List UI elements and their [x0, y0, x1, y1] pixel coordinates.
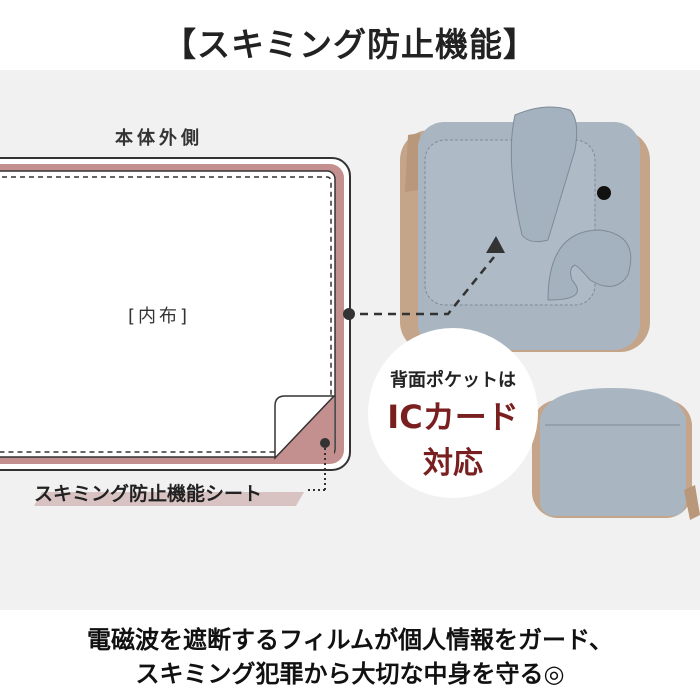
folded-corner	[274, 395, 336, 460]
pocket-callout-line2: ICカード	[387, 398, 519, 436]
pocket-callout-line1: 背面ポケットは	[390, 370, 516, 391]
elephant-trunk	[547, 229, 632, 301]
elephant-eye	[597, 186, 611, 200]
back-wallet	[540, 388, 686, 516]
back-zipper-pull	[684, 485, 700, 520]
pocket-callout-line3: 対応	[423, 446, 483, 481]
page-title: 【スキミング防止機能】	[163, 25, 537, 64]
connector-arrow-line	[360, 256, 495, 316]
inner-lining-label: [内布]	[128, 306, 191, 327]
footer-line1: 電磁波を遮断するフィルムが個人情報をガード、	[86, 626, 614, 654]
skimming-sheet-label: スキミング防止機能シート	[34, 483, 263, 505]
zipper-pull	[405, 133, 420, 192]
elephant-ear	[510, 106, 578, 243]
pocket-callout-circle	[368, 328, 538, 498]
inner-lining	[0, 170, 336, 458]
arrow-head	[486, 236, 505, 253]
outer-body-label: 本体外側	[115, 128, 203, 149]
sheet-pointer-dot	[320, 438, 330, 448]
footer-line2: スキミング犯罪から大切な中身を守る◎	[135, 660, 565, 688]
connector-dot	[343, 308, 355, 320]
stitch-line	[0, 176, 332, 453]
